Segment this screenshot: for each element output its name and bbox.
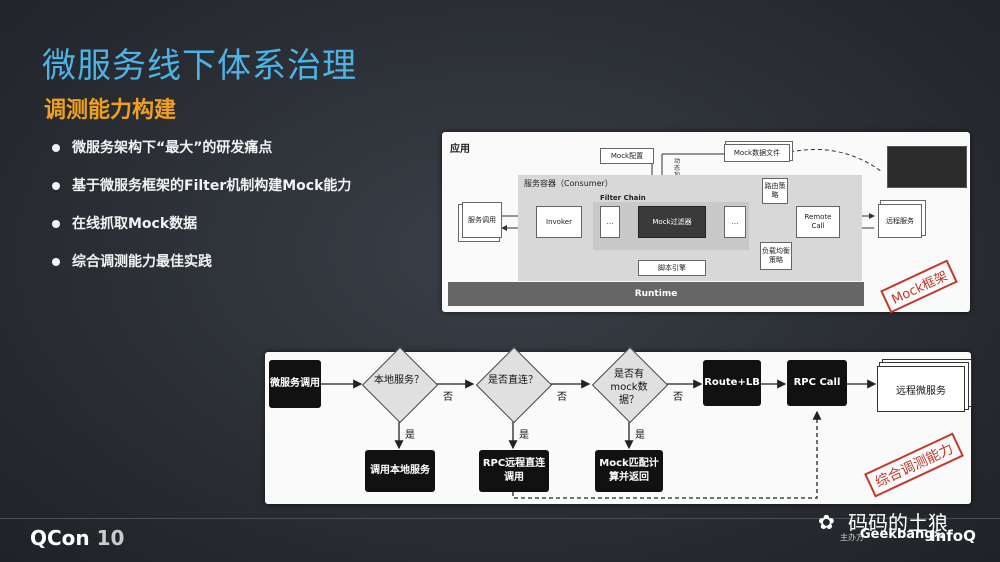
bullet-item: 综合调测能力最佳实践 xyxy=(52,252,351,290)
mock-data-question: 是否有mock数据？ xyxy=(610,369,648,406)
qcon-logo: QCon 10 xyxy=(30,526,124,550)
no-label: 否 xyxy=(443,392,453,403)
local-service-question: 本地服务？ xyxy=(374,375,424,386)
direct-connect-question: 是否直连？ xyxy=(488,375,538,386)
remote-service-node: 远程微服务 xyxy=(877,366,965,412)
terminal-screenshot xyxy=(887,146,967,188)
no-label: 否 xyxy=(673,392,683,403)
service-call-node: 微服务调用 xyxy=(269,360,321,408)
qcon-brand-number: 10 xyxy=(96,526,125,550)
lb-policy-box: 负载均衡策略 xyxy=(760,242,792,270)
mock-file-box: Mock数据文件 xyxy=(724,144,790,162)
flow-arrows xyxy=(321,379,877,499)
mock-framework-diagram: 应用 Mock配置 动态加载 Mock数据文件 服务容器（Consumer） F… xyxy=(442,132,970,314)
watermark-text: 码码的土狼 xyxy=(848,511,948,535)
app-label: 应用 xyxy=(450,144,470,155)
yes-label: 是 xyxy=(405,430,415,441)
bullet-item: 基于微服务框架的Filter机制构建Mock能力 xyxy=(52,176,351,214)
invoker-box: Invoker xyxy=(536,206,582,238)
yes-label: 是 xyxy=(519,430,529,441)
debug-flow-diagram: 微服务调用 本地服务？ 是否直连？ 是否有mock数据？ 否 否 否 是 是 是… xyxy=(265,346,971,504)
rpc-direct-node: RPC远程直连调用 xyxy=(479,450,549,492)
organizer-label: 主办方 xyxy=(840,533,864,542)
call-local-node: 调用本地服务 xyxy=(365,450,435,492)
footer-divider xyxy=(0,518,1000,519)
yes-label: 是 xyxy=(635,430,645,441)
route-policy-box: 路由策略 xyxy=(762,178,788,204)
no-label: 否 xyxy=(557,392,567,403)
slide-title: 微服务线下体系治理 xyxy=(42,46,357,86)
infoq-logo: InfoQ xyxy=(930,527,976,545)
remote-call-box: Remote Call xyxy=(796,206,840,238)
qcon-brand: QCon xyxy=(30,526,90,550)
filter-box: … xyxy=(724,206,746,238)
slide-subtitle: 调测能力构建 xyxy=(44,98,177,123)
container-label: 服务容器（Consumer） xyxy=(524,179,613,188)
filter-box: … xyxy=(600,206,620,238)
bullet-item: 微服务架构下“最大”的研发痛点 xyxy=(52,138,351,176)
rpc-call-node: RPC Call xyxy=(787,360,847,406)
geekbang-logo: Geekbang›. xyxy=(860,527,944,542)
service-call-box: 服务调用 xyxy=(462,202,502,238)
bullet-item: 在线抓取Mock数据 xyxy=(52,214,351,252)
wechat-icon: ✿ xyxy=(818,510,835,534)
script-engine-box: 脚本引擎 xyxy=(638,260,706,276)
mock-return-node: Mock匹配计算并返回 xyxy=(595,450,663,492)
route-lb-node: Route+LB xyxy=(703,360,761,406)
runtime-bar: Runtime xyxy=(448,282,864,306)
remote-service-box: 远程服务 xyxy=(878,204,922,238)
mock-filter-box: Mock过滤器 xyxy=(638,206,706,238)
filter-chain-label: Filter Chain xyxy=(600,194,646,202)
mock-config-box: Mock配置 xyxy=(600,148,654,164)
bullet-list: 微服务架构下“最大”的研发痛点 基于微服务框架的Filter机制构建Mock能力… xyxy=(52,138,351,290)
